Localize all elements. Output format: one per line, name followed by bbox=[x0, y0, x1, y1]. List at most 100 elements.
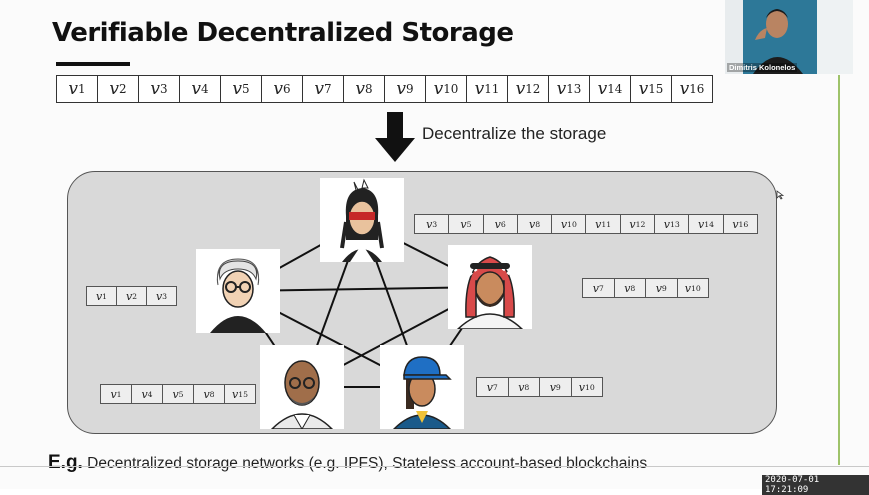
cell-variable: v bbox=[679, 79, 690, 99]
cell-variable: v bbox=[141, 387, 148, 401]
footnote-lead: E.g. bbox=[48, 452, 83, 473]
arrow-label: Decentralize the storage bbox=[422, 124, 607, 143]
cell-index: 7 bbox=[492, 382, 498, 392]
cell-index: 6 bbox=[500, 219, 506, 229]
cell-variable: v bbox=[191, 79, 202, 99]
bald-person-icon bbox=[260, 345, 344, 431]
cell-index: 3 bbox=[160, 82, 168, 96]
cell-index: 1 bbox=[78, 82, 86, 96]
footnote-body: Decentralized storage networks (e.g. IPF… bbox=[82, 455, 648, 472]
cell-variable: v bbox=[663, 217, 670, 231]
cell-variable: v bbox=[172, 387, 179, 401]
cell-index: 9 bbox=[555, 382, 561, 392]
cell-variable: v bbox=[597, 79, 608, 99]
cell-variable: v bbox=[460, 217, 467, 231]
cell-variable: v bbox=[486, 380, 493, 394]
cell-index: 2 bbox=[119, 82, 127, 96]
cell-index: 14 bbox=[704, 219, 715, 229]
cell-variable: v bbox=[494, 217, 501, 231]
cell-variable: v bbox=[474, 79, 485, 99]
cell-index: 5 bbox=[466, 219, 472, 229]
cell-variable: v bbox=[655, 281, 662, 295]
cell-variable: v bbox=[629, 217, 636, 231]
cell-variable: v bbox=[426, 217, 433, 231]
gray-haired-person-icon bbox=[196, 249, 280, 333]
cell-index: 12 bbox=[525, 82, 541, 96]
cell-index: 12 bbox=[635, 219, 646, 229]
cell-index: 8 bbox=[524, 382, 530, 392]
cell-variable: v bbox=[232, 79, 243, 99]
cell-variable: v bbox=[698, 217, 705, 231]
cell-variable: v bbox=[95, 289, 103, 303]
cell-variable: v bbox=[125, 289, 133, 303]
cell-index: 16 bbox=[689, 82, 705, 96]
slide-title: Verifiable Decentralized Storage bbox=[52, 18, 514, 48]
cell-variable: v bbox=[68, 79, 79, 99]
native-person-icon bbox=[320, 178, 404, 262]
cell-index: 5 bbox=[178, 389, 184, 399]
divider bbox=[0, 466, 869, 467]
cell-index: 15 bbox=[238, 389, 248, 399]
mouse-cursor-icon bbox=[776, 190, 784, 200]
speaker-webcam: Dimitris Kolonelos bbox=[725, 0, 853, 74]
cell-index: 10 bbox=[690, 283, 701, 293]
speaker-video-icon bbox=[725, 0, 853, 74]
cell-index: 6 bbox=[283, 82, 291, 96]
cell-index: 10 bbox=[584, 382, 595, 392]
cell-index: 10 bbox=[443, 82, 459, 96]
cell-variable: v bbox=[433, 79, 444, 99]
cell-index: 3 bbox=[162, 291, 168, 301]
cell-variable: v bbox=[314, 79, 325, 99]
recording-timestamp: 2020-07-01 17:21:09 bbox=[762, 475, 869, 495]
cell-variable: v bbox=[528, 217, 536, 231]
cell-variable: v bbox=[578, 380, 585, 394]
cell-variable: v bbox=[396, 79, 407, 99]
cell-variable: v bbox=[638, 79, 649, 99]
cell-index: 2 bbox=[132, 291, 138, 301]
cell-index: 13 bbox=[566, 82, 582, 96]
cell-variable: v bbox=[560, 217, 568, 231]
cell-index: 9 bbox=[661, 283, 667, 293]
cell-variable: v bbox=[515, 79, 526, 99]
cell-index: 5 bbox=[242, 82, 250, 96]
cell-index: 13 bbox=[669, 219, 680, 229]
cell-variable: v bbox=[518, 380, 525, 394]
cell-variable: v bbox=[203, 387, 210, 401]
cell-variable: v bbox=[624, 281, 631, 295]
